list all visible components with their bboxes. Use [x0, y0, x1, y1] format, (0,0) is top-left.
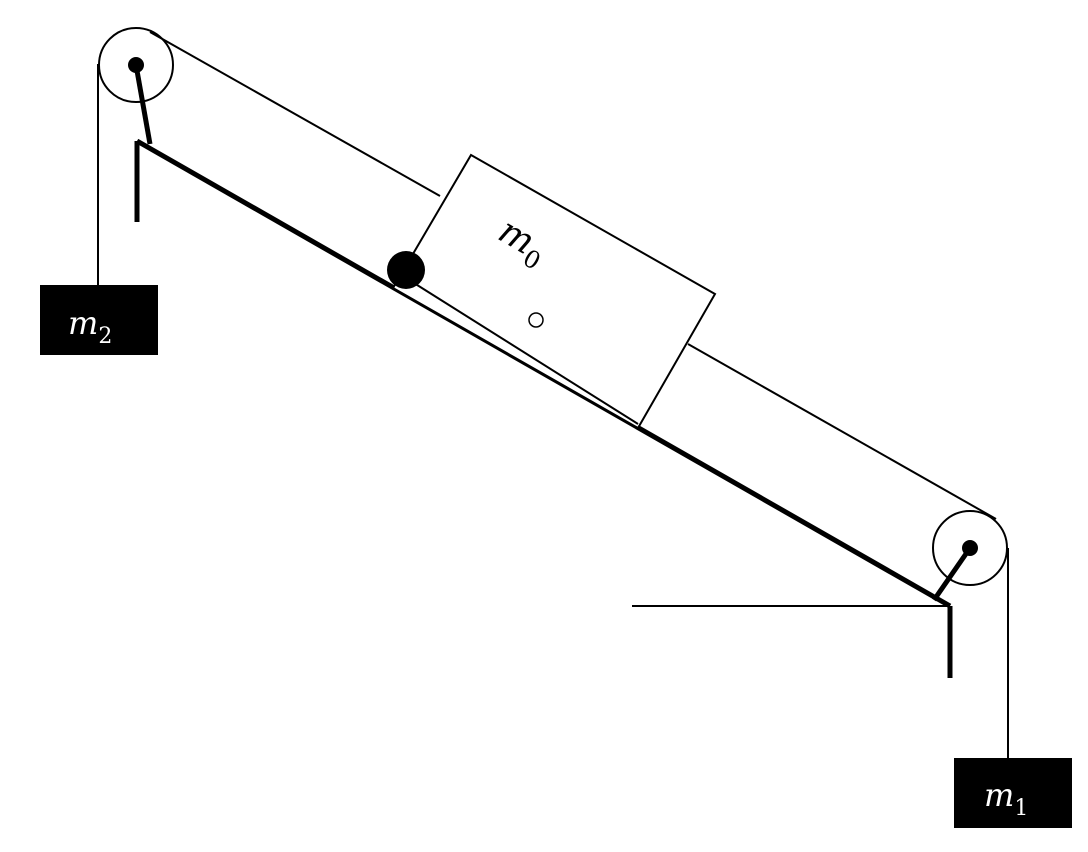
- string-top-right-segment: [687, 343, 997, 520]
- right-pulley: [932, 510, 1008, 586]
- m1-label-main: m: [984, 776, 1014, 814]
- mass-m2-block: [40, 285, 158, 355]
- left-pulley-bracket: [133, 64, 153, 145]
- m2-label-main: m: [68, 304, 98, 342]
- block-m0: [391, 153, 717, 430]
- string-top-left-segment: [149, 31, 441, 197]
- block-center-marker: [528, 312, 544, 328]
- m1-label-sub: 1: [1014, 796, 1028, 821]
- block-inner-string: [405, 277, 639, 425]
- mass-m2-label: m2: [68, 304, 112, 349]
- right-pulley-bracket: [931, 546, 973, 602]
- left-pulley: [98, 27, 174, 103]
- mass-m1-label: m1: [984, 776, 1028, 821]
- m2-label-sub: 2: [98, 324, 112, 349]
- ball: [387, 251, 425, 289]
- mass-m1-block: [954, 758, 1072, 828]
